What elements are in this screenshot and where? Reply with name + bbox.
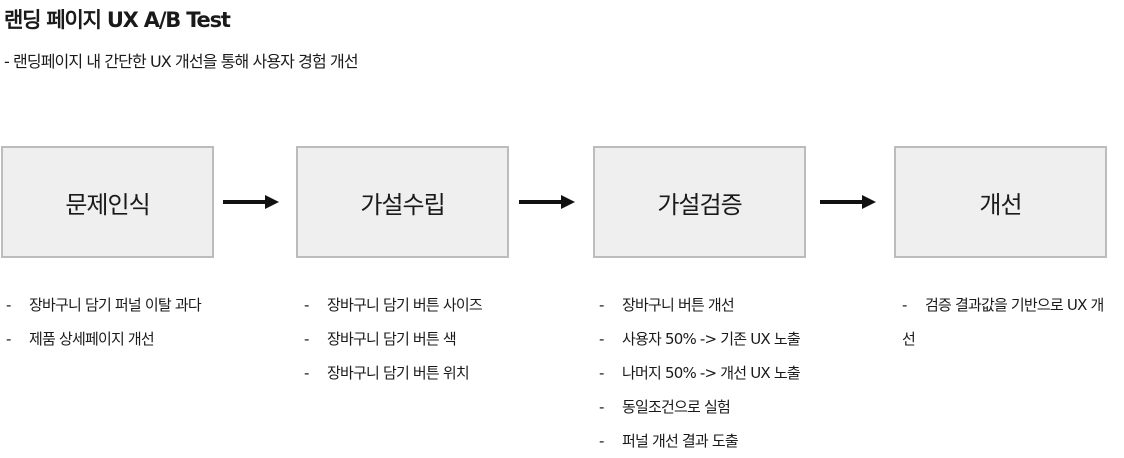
- step-label: 개선: [979, 190, 1022, 219]
- bullet-dash: -: [902, 296, 907, 314]
- step-detail-list: -장바구니 담기 버튼 사이즈 -장바구니 담기 버튼 색 -장바구니 담기 버…: [304, 288, 483, 390]
- list-item: -장바구니 담기 퍼널 이탈 과다: [6, 288, 202, 322]
- bullet-dash: -: [304, 364, 309, 382]
- bullet-dash: -: [599, 296, 604, 314]
- arrow-right-icon: [223, 195, 279, 209]
- list-item-text: 퍼널 개선 결과 도출: [622, 432, 739, 450]
- list-item: -사용자 50% -> 기존 UX 노출: [599, 322, 801, 356]
- list-item-text: 사용자 50% -> 기존 UX 노출: [622, 330, 801, 348]
- step-label: 문제인식: [65, 190, 150, 219]
- list-item-text: 장바구니 담기 퍼널 이탈 과다: [29, 296, 202, 314]
- list-item: -장바구니 담기 버튼 색: [304, 322, 482, 356]
- bullet-dash: -: [6, 330, 11, 348]
- bullet-dash: -: [599, 398, 604, 416]
- list-item: -검증 결과값을 기반으로 UX 개선: [902, 288, 1112, 356]
- list-item-text: 장바구니 담기 버튼 위치: [327, 364, 470, 382]
- list-item: -동일조건으로 실험: [599, 390, 800, 424]
- list-item-text: 장바구니 담기 버튼 색: [327, 330, 457, 348]
- list-item-text: 나머지 50% -> 개선 UX 노출: [622, 364, 801, 382]
- step-detail-list: -장바구니 버튼 개선 -사용자 50% -> 기존 UX 노출 -나머지 50…: [599, 288, 801, 458]
- bullet-dash: -: [599, 364, 604, 382]
- step-box-hypothesis: 가설수립: [296, 146, 509, 258]
- step-label: 가설검증: [657, 190, 742, 219]
- bullet-dash: -: [304, 296, 309, 314]
- bullet-dash: -: [599, 330, 604, 348]
- list-item: -나머지 50% -> 개선 UX 노출: [599, 356, 801, 390]
- step-detail-list: -검증 결과값을 기반으로 UX 개선: [902, 288, 1112, 356]
- bullet-dash: -: [304, 330, 309, 348]
- list-item: -제품 상세페이지 개선: [6, 322, 201, 356]
- list-item: -장바구니 담기 버튼 사이즈: [304, 288, 483, 322]
- step-box-verification: 가설검증: [593, 146, 806, 258]
- list-item-text: 장바구니 담기 버튼 사이즈: [327, 296, 483, 314]
- list-item-text: 제품 상세페이지 개선: [29, 330, 155, 348]
- list-item-text: 검증 결과값을 기반으로 UX 개선: [902, 296, 1104, 348]
- step-box-problem-recognition: 문제인식: [1, 146, 214, 258]
- bullet-dash: -: [6, 296, 11, 314]
- bullet-dash: -: [599, 432, 604, 450]
- list-item-text: 장바구니 버튼 개선: [622, 296, 735, 314]
- step-detail-list: -장바구니 담기 퍼널 이탈 과다 -제품 상세페이지 개선: [6, 288, 202, 356]
- step-box-improvement: 개선: [894, 146, 1107, 258]
- list-item-text: 동일조건으로 실험: [622, 398, 731, 416]
- list-item: -장바구니 버튼 개선: [599, 288, 800, 322]
- page-subtitle: - 랜딩페이지 내 간단한 UX 개선을 통해 사용자 경험 개선: [4, 52, 359, 71]
- arrow-right-icon: [519, 195, 575, 209]
- list-item: -퍼널 개선 결과 도출: [599, 424, 800, 458]
- arrow-right-icon: [820, 195, 876, 209]
- step-label: 가설수립: [360, 190, 445, 219]
- page-title: 랜딩 페이지 UX A/B Test: [4, 8, 231, 32]
- list-item: -장바구니 담기 버튼 위치: [304, 356, 482, 390]
